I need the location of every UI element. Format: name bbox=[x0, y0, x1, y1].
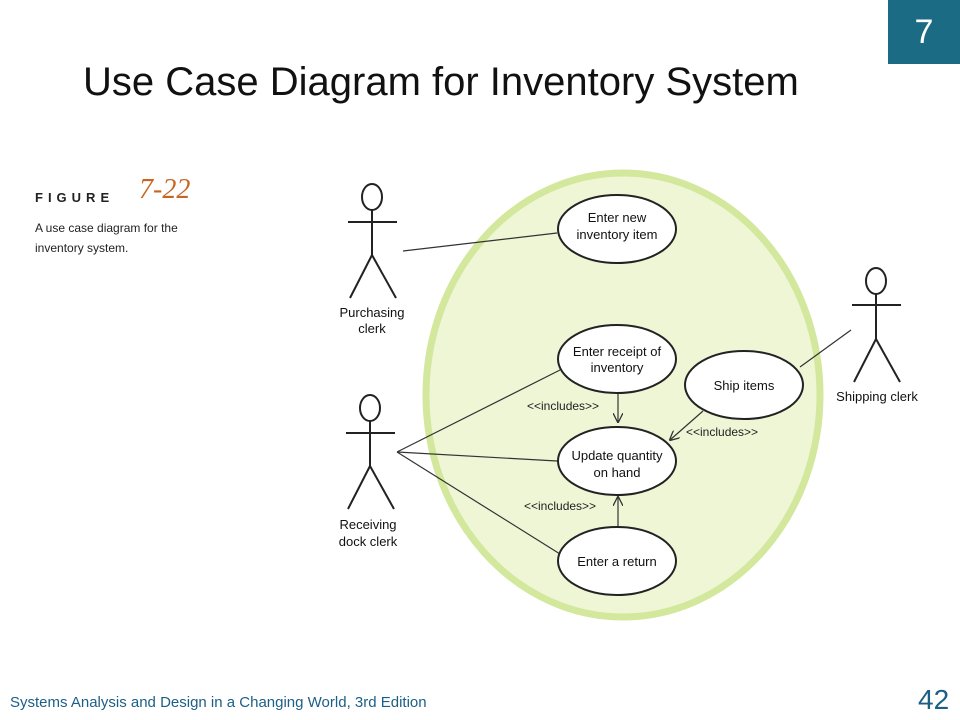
use-case-label: Enter new bbox=[588, 210, 647, 225]
system-boundary bbox=[422, 169, 824, 621]
association-line bbox=[396, 451, 561, 555]
actor-receiving-dock-clerk bbox=[346, 394, 395, 510]
use-case-label: Ship items bbox=[714, 378, 775, 393]
actor-shipping-clerk bbox=[852, 267, 901, 383]
association-line bbox=[799, 329, 852, 368]
actor-label: Shipping clerk bbox=[836, 389, 918, 404]
use-case-label: Update quantity bbox=[571, 448, 663, 463]
use-case-update-quantity bbox=[557, 426, 677, 496]
actor-label: clerk bbox=[358, 321, 386, 336]
chapter-badge: 7 bbox=[888, 0, 960, 64]
association-line bbox=[396, 451, 558, 462]
figure-caption-line: A use case diagram for the bbox=[35, 221, 178, 235]
use-case-label: Enter a return bbox=[577, 554, 657, 569]
association-line bbox=[396, 369, 561, 453]
use-case-label: inventory bbox=[591, 360, 644, 375]
includes-label: <<includes>> bbox=[527, 399, 599, 413]
actor-head bbox=[361, 183, 383, 211]
includes-label: <<includes>> bbox=[686, 425, 758, 439]
use-case-label: Enter receipt of bbox=[573, 344, 662, 359]
use-case-ship-items bbox=[684, 350, 804, 420]
figure-caption-line: inventory system. bbox=[35, 241, 129, 255]
actor-label: Purchasing bbox=[339, 305, 404, 320]
figure-number: 7-22 bbox=[139, 174, 191, 205]
use-case-enter-receipt bbox=[557, 324, 677, 394]
include-arrow bbox=[670, 410, 704, 440]
actor-label: dock clerk bbox=[339, 534, 398, 549]
includes-label: <<includes>> bbox=[524, 499, 596, 513]
figure-label: FIGURE bbox=[35, 190, 115, 205]
footer-text: Systems Analysis and Design in a Changin… bbox=[10, 694, 427, 711]
actor-head bbox=[359, 394, 381, 422]
figure-caption: A use case diagram for the inventory sys… bbox=[35, 218, 195, 258]
use-case-enter-new-item bbox=[557, 194, 677, 264]
actor-head bbox=[865, 267, 887, 295]
use-case-enter-return bbox=[557, 526, 677, 596]
association-line bbox=[402, 232, 558, 252]
actor-label: Receiving bbox=[339, 517, 396, 532]
slide-title: Use Case Diagram for Inventory System bbox=[83, 60, 799, 104]
actor-purchasing-clerk bbox=[348, 183, 397, 299]
use-case-label: on hand bbox=[594, 465, 641, 480]
use-case-diagram: <<includes>> <<includes>> <<includes>> E… bbox=[339, 169, 918, 621]
use-case-label: inventory item bbox=[577, 227, 658, 242]
page-number: 42 bbox=[918, 684, 950, 715]
